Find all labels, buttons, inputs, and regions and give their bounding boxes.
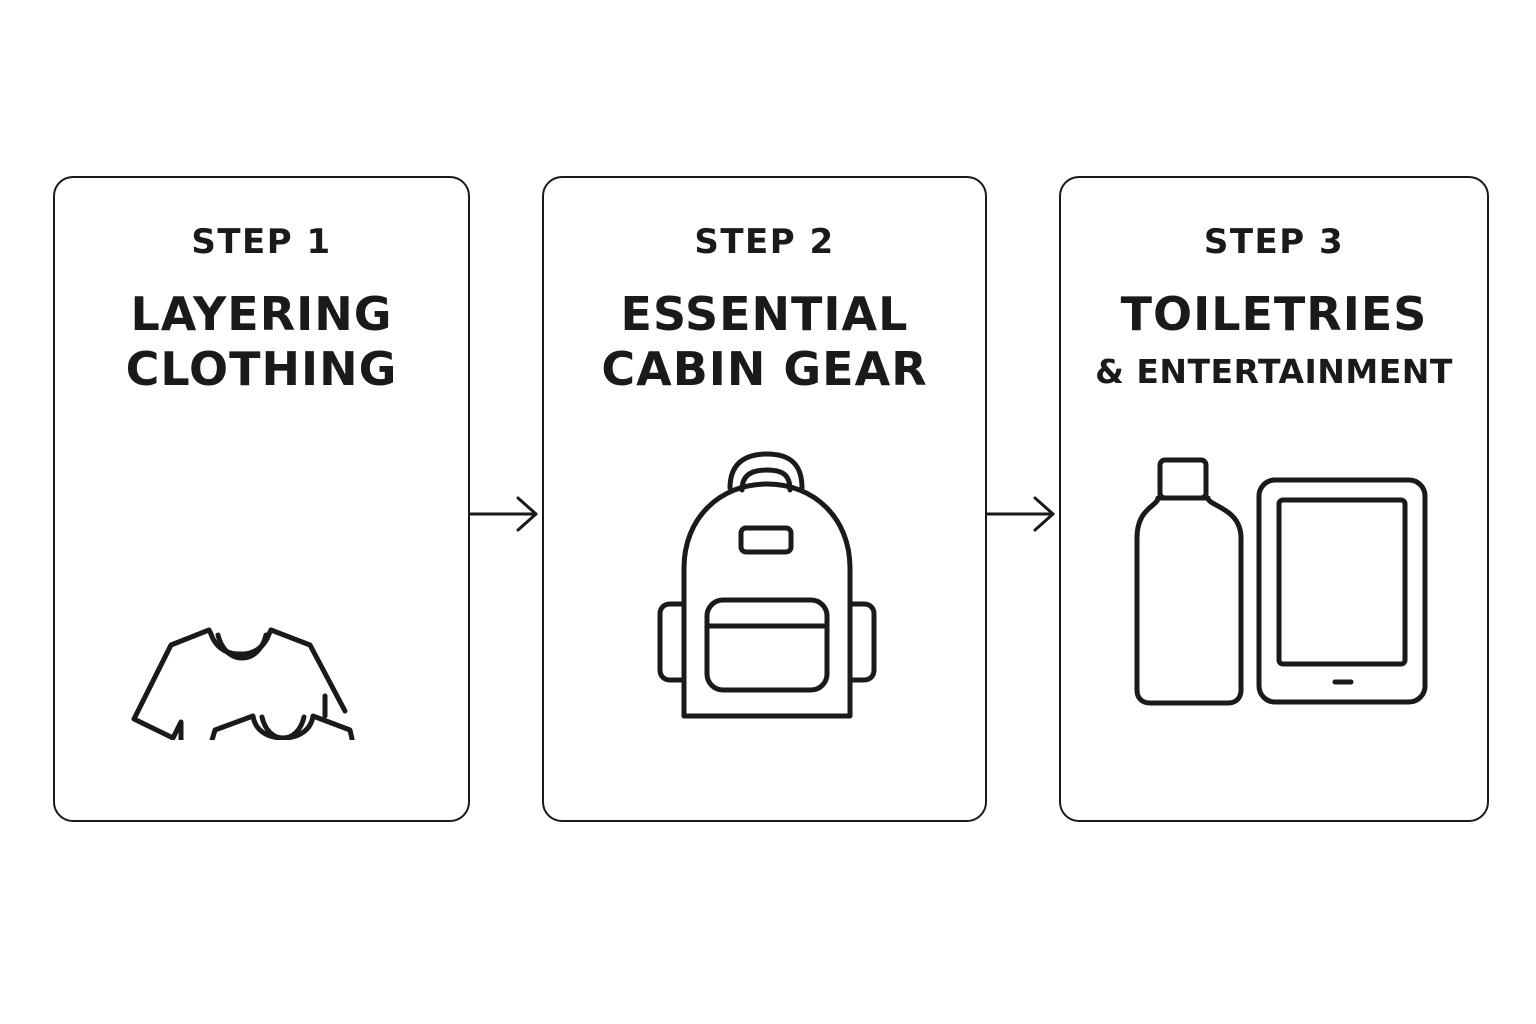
backpack-icon xyxy=(657,451,877,719)
step-title-line1: LAYERING xyxy=(130,287,393,341)
step-title-line2: CLOTHING xyxy=(125,342,398,396)
step-title-line1: TOILETRIES xyxy=(1120,287,1428,341)
step-label: STEP 2 xyxy=(694,222,835,262)
step-card-2: STEP 2 ESSENTIAL CABIN GEAR xyxy=(542,176,987,822)
step-card-3: STEP 3 TOILETRIES & ENTERTAINMENT xyxy=(1059,176,1489,822)
step-title-line1: ESSENTIAL xyxy=(620,287,909,341)
arrow-right-icon xyxy=(987,496,1055,532)
toiletries-tablet-icon xyxy=(1134,457,1428,706)
step-label: STEP 1 xyxy=(191,222,332,262)
step-label: STEP 3 xyxy=(1203,222,1345,262)
step-title-line2: CABIN GEAR xyxy=(601,342,928,396)
step-title-line2: & ENTERTAINMENT xyxy=(1095,352,1453,391)
clothing-icon xyxy=(131,627,355,740)
step-card-1: STEP 1 LAYERING CLOTHING xyxy=(53,176,470,822)
arrow-right-icon xyxy=(470,496,538,532)
